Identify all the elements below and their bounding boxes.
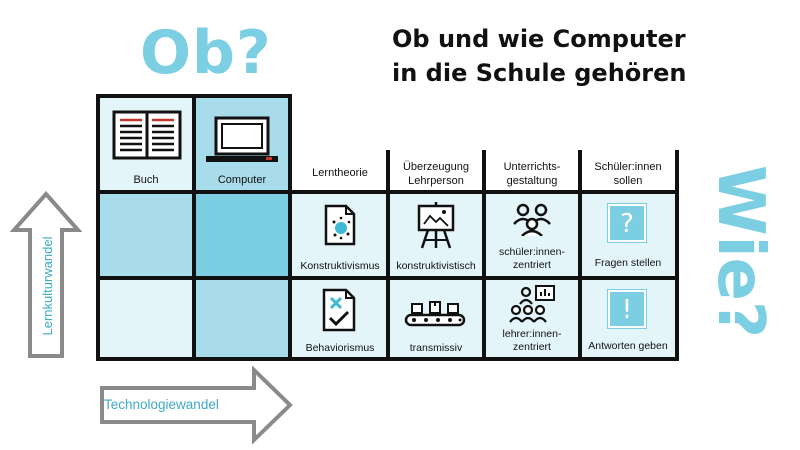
row1-design-cell: schüler:innen- zentriert [484, 194, 580, 278]
document-splash-icon [324, 204, 356, 246]
question-icon: ? [608, 204, 646, 242]
row2-student-cell: ! Antworten geben [580, 280, 676, 358]
book-label: Buch [133, 174, 159, 186]
row2-theory-cell: Behaviorismus [292, 280, 388, 358]
book-icon [112, 110, 182, 160]
main-title: Ob und wie Computer in die Schule gehöre… [392, 22, 692, 90]
grid-line-v4 [482, 150, 486, 361]
grid-line-v3 [386, 150, 390, 361]
row2-theory-label: Behaviorismus [305, 342, 375, 354]
row1-design-label: schüler:innen- zentriert [499, 246, 565, 271]
ob-title: Ob? [140, 18, 272, 88]
header-ueberzeugung: Überzeugung Lehrperson [402, 161, 470, 187]
grid-line-v2 [288, 94, 292, 361]
exclamation-icon: ! [608, 290, 646, 328]
grid-line-v0 [96, 94, 100, 361]
row2-computer-cell [194, 280, 290, 358]
row2-design-cell: lehrer:innen- zentriert [484, 280, 580, 358]
group-icon [513, 203, 551, 236]
row2-book-cell [98, 280, 194, 358]
main-title-line1: Ob und wie Computer [392, 25, 686, 53]
computer-label: Computer [217, 174, 267, 186]
computer-cell: Computer [194, 96, 290, 192]
row1-student-cell: ? Fragen stellen [580, 194, 676, 278]
row2-belief-label: transmissiv [409, 342, 463, 354]
conveyor-icon [404, 301, 466, 327]
wie-title: Wie? [703, 165, 777, 339]
row1-theory-cell: Konstruktivismus [292, 194, 388, 278]
grid-line-v6 [675, 150, 679, 361]
main-title-line2: in die Schule gehören [392, 59, 687, 87]
row1-student-label: Fragen stellen [594, 257, 662, 269]
up-arrow-icon [10, 190, 82, 358]
laptop-icon [206, 116, 278, 162]
header-schuelerinnen: Schüler:innen sollen [594, 161, 662, 187]
easel-icon [417, 202, 455, 249]
header-unterrichtsgestaltung: Unterrichts- gestaltung [503, 161, 561, 187]
grid-line-v1 [192, 94, 196, 361]
row1-computer-cell [194, 194, 290, 278]
row1-theory-label: Konstruktivismus [300, 260, 380, 272]
presentation-group-icon [509, 285, 555, 323]
row2-belief-cell: transmissiv [388, 280, 484, 358]
book-cell: Buch [98, 96, 194, 192]
row1-belief-cell: konstruktivistisch [388, 194, 484, 278]
row1-book-cell [98, 194, 194, 278]
document-check-icon [322, 288, 356, 332]
row1-belief-label: konstruktivistisch [396, 260, 476, 272]
lernkulturwandel-label: Lernkulturwandel [40, 236, 55, 336]
right-arrow-icon [100, 366, 293, 444]
header-lerntheorie: Lerntheorie [312, 167, 368, 179]
technologiewandel-label: Technologiewandel [104, 397, 219, 412]
grid-line-v5 [578, 150, 582, 361]
row2-design-label: lehrer:innen- zentriert [502, 328, 562, 353]
row2-student-label: Antworten geben [588, 340, 668, 352]
